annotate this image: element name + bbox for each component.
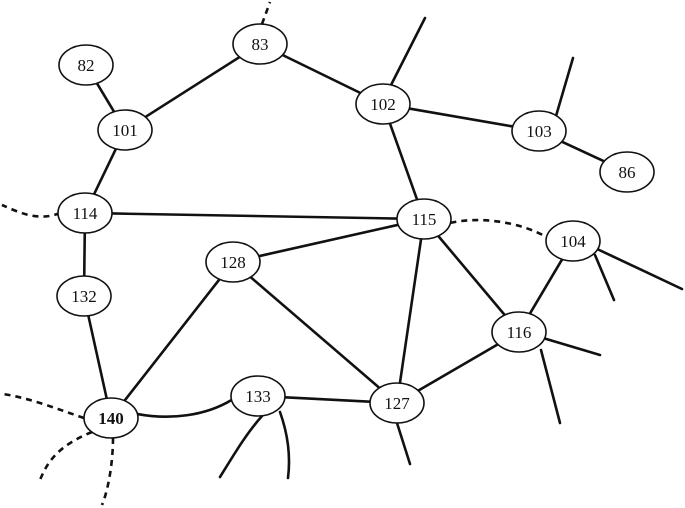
edge-115-128 (257, 223, 400, 258)
node-101-label: 101 (112, 121, 138, 140)
edge-82-101 (95, 81, 116, 114)
node-82-ellipse (58, 44, 114, 86)
node-83: 83 (232, 23, 288, 65)
stub-edge-104-4 (593, 246, 684, 291)
node-114-ellipse (57, 192, 113, 234)
edge-101-114 (92, 147, 118, 196)
edge-103-86 (560, 140, 606, 163)
node-116-label: 116 (507, 323, 532, 342)
edge-132-140 (87, 314, 108, 400)
node-132-ellipse (56, 275, 112, 317)
node-102: 102 (355, 83, 411, 125)
node-82: 82 (58, 44, 114, 86)
edge-127-116 (416, 343, 500, 392)
stub-edge-116-7 (539, 348, 562, 425)
edge-128-140 (123, 278, 221, 402)
node-140-label: 140 (98, 409, 124, 428)
node-132: 132 (56, 275, 112, 317)
node-104-ellipse (545, 220, 601, 262)
node-86-label: 86 (619, 163, 636, 182)
node-116: 116 (491, 311, 547, 353)
node-140: 140 (83, 397, 139, 439)
node-128: 128 (205, 241, 261, 283)
stub-edge-133-10 (278, 410, 291, 480)
node-128-label: 128 (220, 253, 246, 272)
node-127: 127 (369, 382, 425, 424)
node-114-label: 114 (73, 204, 98, 223)
edge-102-115 (388, 122, 419, 201)
node-83-ellipse (232, 23, 288, 65)
edge-114-132 (82, 231, 87, 278)
edge-83-102 (281, 53, 362, 95)
stub-edge-103-2 (554, 56, 575, 118)
node-140-ellipse (83, 397, 139, 439)
edge-128-127 (249, 275, 381, 390)
node-115-label: 115 (412, 210, 437, 229)
node-133-label: 133 (245, 387, 271, 406)
node-83-label: 83 (252, 35, 269, 54)
node-102-ellipse (355, 83, 411, 125)
node-82-label: 82 (78, 56, 95, 75)
node-114: 114 (57, 192, 113, 234)
stub-edge-133-9 (218, 414, 264, 479)
node-86: 86 (599, 151, 655, 193)
stub-edge-104-5 (593, 253, 616, 302)
edge-102-103 (407, 107, 515, 128)
node-133-ellipse (230, 375, 286, 417)
node-103: 103 (511, 110, 567, 152)
stub-edge-102-1 (388, 16, 427, 89)
edge-133-127 (283, 396, 372, 403)
edge-115-127 (398, 237, 423, 385)
node-128-ellipse (205, 241, 261, 283)
node-133: 133 (230, 375, 286, 417)
node-101-ellipse (97, 109, 153, 151)
edge-115-104 (450, 218, 548, 239)
node-127-ellipse (369, 382, 425, 424)
node-132-label: 132 (71, 287, 97, 306)
edge-115-116 (436, 234, 507, 317)
stub-edge-116-6 (541, 336, 602, 357)
node-102-label: 102 (370, 95, 396, 114)
node-127-label: 127 (384, 394, 410, 413)
stub-edge-140-13 (100, 437, 115, 506)
edge-104-116 (528, 258, 564, 315)
node-116-ellipse (491, 311, 547, 353)
node-115-ellipse (396, 198, 452, 240)
node-103-ellipse (511, 110, 567, 152)
node-103-label: 103 (526, 122, 552, 141)
stub-edge-127-8 (395, 421, 412, 466)
stub-edge-114-3 (1, 203, 61, 218)
stub-edge-140-11 (2, 392, 85, 420)
node-104: 104 (545, 220, 601, 262)
stub-edge-140-12 (38, 430, 93, 481)
edge-114-115 (110, 212, 399, 220)
node-86-ellipse (599, 151, 655, 193)
node-101: 101 (97, 109, 153, 151)
nodes-layer: 82 83 101 102 103 86 114 115 104 128 132 116 140 133 1… (56, 23, 655, 439)
edge-101-83 (144, 55, 241, 119)
stub-edge-83-0 (260, 1, 272, 25)
node-115: 115 (396, 198, 452, 240)
node-104-label: 104 (560, 232, 586, 251)
edge-140-133 (136, 398, 233, 418)
